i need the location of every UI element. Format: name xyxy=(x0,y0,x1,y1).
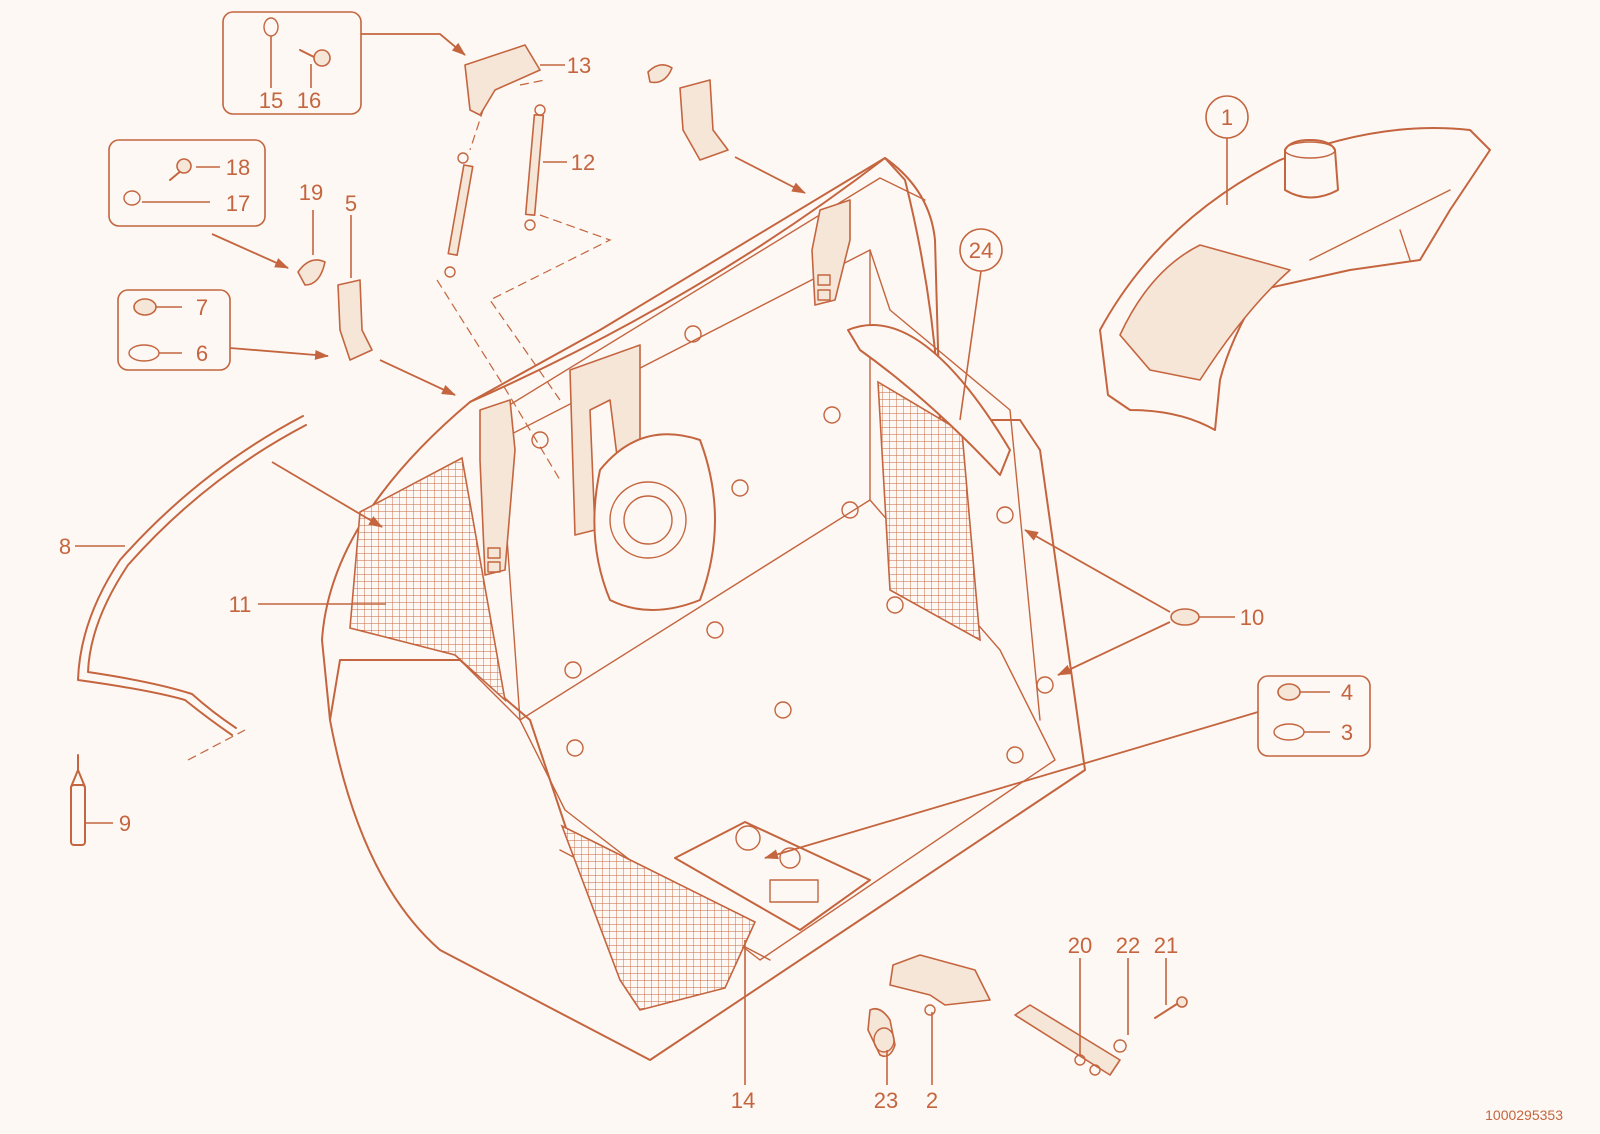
label-10: 10 xyxy=(1240,605,1264,630)
callout-box-15-16 xyxy=(222,11,362,115)
bolt-16 xyxy=(299,49,331,67)
bolt-18 xyxy=(169,158,192,181)
washer-6 xyxy=(128,344,160,362)
gas-strut-right xyxy=(524,104,546,231)
label-20: 20 xyxy=(1068,933,1092,958)
latch-assembly xyxy=(889,954,991,1016)
rubber-pad xyxy=(297,259,326,286)
nut-7 xyxy=(133,298,157,316)
part-numbers: 1 2 3 4 5 6 7 8 9 10 11 12 13 14 15 16 1… xyxy=(59,53,1353,1113)
label-19: 19 xyxy=(299,180,323,205)
washer-22 xyxy=(1113,1039,1127,1053)
label-15: 15 xyxy=(259,88,283,113)
label-13: 13 xyxy=(567,53,591,78)
rivets xyxy=(531,325,1054,764)
screw-21 xyxy=(1154,996,1188,1019)
washer-15 xyxy=(263,17,279,37)
left-mesh-net xyxy=(349,456,507,703)
assembly-arrows xyxy=(211,33,1259,860)
label-24: 24 xyxy=(969,238,993,263)
label-23: 23 xyxy=(874,1088,898,1113)
floor-mounting-plate xyxy=(674,821,871,931)
label-5: 5 xyxy=(345,191,357,216)
document-id: 1000295353 xyxy=(1485,1107,1563,1123)
callout-box-17-18 xyxy=(108,139,266,227)
label-7: 7 xyxy=(196,295,208,320)
lid-cover xyxy=(1099,127,1491,431)
washer-17 xyxy=(123,190,141,206)
label-18: 18 xyxy=(226,155,250,180)
label-11: 11 xyxy=(229,592,252,617)
label-21: 21 xyxy=(1154,933,1178,958)
hinge-plate xyxy=(337,279,373,361)
right-mesh-net xyxy=(877,380,981,642)
label-12: 12 xyxy=(571,150,595,175)
rim-hinge-brackets xyxy=(479,199,851,576)
label-16: 16 xyxy=(297,88,321,113)
label-17: 17 xyxy=(226,191,250,216)
inner-access-plate xyxy=(593,433,716,611)
lock-cylinder xyxy=(867,1007,896,1058)
label-1: 1 xyxy=(1221,105,1233,130)
bottom-mesh-net xyxy=(560,824,757,1011)
label-8: 8 xyxy=(59,534,71,559)
label-3: 3 xyxy=(1341,720,1353,745)
callout-box-3-4 xyxy=(1257,675,1371,757)
label-2: 2 xyxy=(926,1088,938,1113)
label-22: 22 xyxy=(1116,933,1140,958)
label-4: 4 xyxy=(1341,680,1353,705)
fastener-10 xyxy=(1170,608,1200,626)
inner-grip-strap xyxy=(847,324,1011,476)
leader-lines xyxy=(75,36,1330,1085)
edge-trim-strip xyxy=(77,415,304,736)
upper-hinge-plate xyxy=(647,64,729,161)
nut-4 xyxy=(1277,683,1301,701)
gas-strut-left xyxy=(444,152,474,278)
label-6: 6 xyxy=(196,341,208,366)
label-9: 9 xyxy=(119,811,131,836)
label-14: 14 xyxy=(731,1088,755,1113)
sealant-tube xyxy=(70,754,86,846)
latch-rod xyxy=(1014,1004,1121,1076)
strut-bracket xyxy=(464,44,541,116)
callout-box-6-7 xyxy=(117,289,231,371)
washer-3 xyxy=(1273,723,1305,741)
